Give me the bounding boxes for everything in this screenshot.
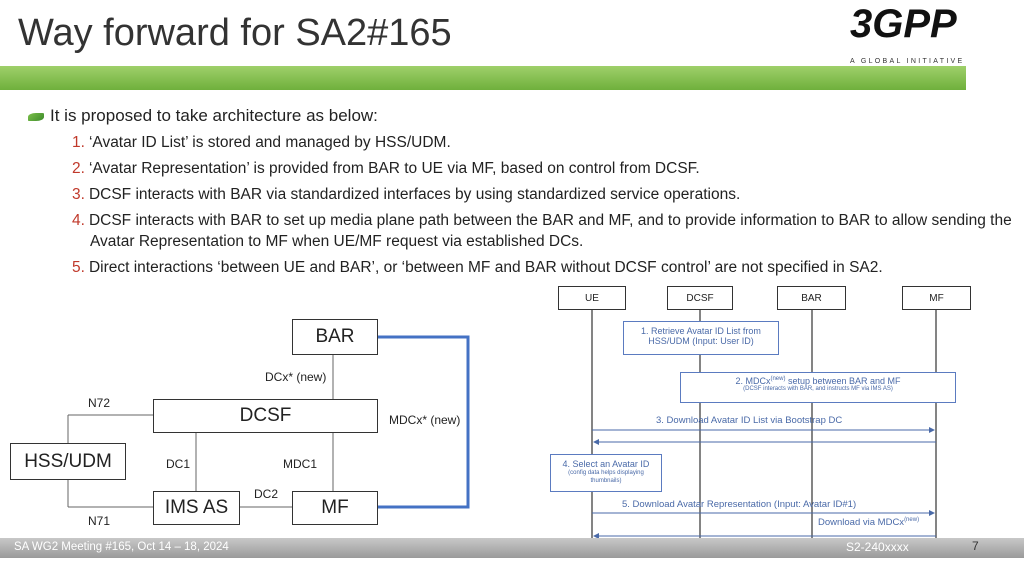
item-number: 4. xyxy=(72,212,85,229)
n72-interface-label: N72 xyxy=(88,396,111,410)
bar-node-label: BAR xyxy=(315,326,355,347)
list-item-4: 4.DCSF interacts with BAR to set up medi… xyxy=(72,210,1020,252)
document-number: S2-240xxxx xyxy=(846,540,909,554)
item-text: Direct interactions ‘between UE and BAR’… xyxy=(88,259,883,276)
item-text: DCSF interacts with BAR via standardized… xyxy=(88,186,741,203)
ims-as-node-label: IMS AS xyxy=(164,497,229,518)
footer-bar xyxy=(0,538,1024,558)
participant-label: DCSF xyxy=(686,292,714,304)
participant-bar: BAR xyxy=(777,286,846,310)
mdcx-interface-label: MDCx* (new) xyxy=(389,413,461,427)
ims-as-node: IMS AS xyxy=(153,491,240,525)
logo-tagline: A GLOBAL INITIATIVE xyxy=(850,58,965,65)
list-item-2: 2.‘Avatar Representation’ is provided fr… xyxy=(72,158,1002,179)
dc2-interface-label: DC2 xyxy=(254,487,279,501)
step-2-line: 2. MDCx(new) setup between BAR and MF xyxy=(681,376,955,386)
architecture-diagram: BAR DCSF HSS/UDM IMS AS MF DCx* (new) MD… xyxy=(0,310,540,535)
step-2-box: 2. MDCx(new) setup between BAR and MF (D… xyxy=(680,372,956,403)
n71-interface-label: N71 xyxy=(88,514,111,528)
sequence-diagram: UE DCSF BAR MF 1. Retrieve Avatar ID Lis… xyxy=(550,284,971,538)
step-2-pre: 2. MDCx xyxy=(735,376,771,386)
step-6-sup: (new) xyxy=(904,517,920,523)
hss-udm-node-label: HSS/UDM xyxy=(24,450,112,472)
slide-title: Way forward for SA2#165 xyxy=(18,12,452,54)
page-number: 7 xyxy=(972,539,979,553)
dcsf-node: DCSF xyxy=(153,399,378,433)
dc1-interface-label: DC1 xyxy=(166,457,191,471)
step-3-label: 3. Download Avatar ID List via Bootstrap… xyxy=(656,415,843,426)
participant-label: MF xyxy=(929,292,944,304)
participant-label: UE xyxy=(585,292,599,304)
step-2-post: setup between BAR and MF xyxy=(785,376,901,386)
step-4-note: (config data helps displaying thumbnails… xyxy=(568,470,644,484)
dcx-interface-label: DCx* (new) xyxy=(265,370,327,384)
step-2-sup: (new) xyxy=(770,376,786,382)
step-4-box: 4. Select an Avatar ID (config data help… xyxy=(550,454,662,492)
mf-node: MF xyxy=(292,491,378,525)
item-number: 1. xyxy=(72,134,85,151)
participant-ue: UE xyxy=(558,286,626,310)
dcsf-node-label: DCSF xyxy=(239,405,292,426)
architecture-lines xyxy=(67,335,470,509)
header-divider-bar xyxy=(0,66,966,90)
mf-node-label: MF xyxy=(321,497,349,518)
hss-udm-node: HSS/UDM xyxy=(10,443,126,480)
list-item-3: 3.DCSF interacts with BAR via standardiz… xyxy=(72,184,1002,205)
item-number: 2. xyxy=(72,160,85,177)
step-5-label: 5. Download Avatar Representation (Input… xyxy=(622,499,857,510)
bullet-text: It is proposed to take architecture as b… xyxy=(50,106,378,125)
participant-dcsf: DCSF xyxy=(667,286,733,310)
leaf-bullet-icon xyxy=(28,112,44,121)
step-6-label: Download via MDCx(new) xyxy=(818,517,919,528)
step-1-line2: HSS/UDM (Input: User ID) xyxy=(648,336,754,346)
bar-node: BAR xyxy=(292,319,378,355)
mdc1-interface-label: MDC1 xyxy=(283,457,318,471)
item-number: 3. xyxy=(72,186,85,203)
3gpp-logo: 3GPP A GLOBAL INITIATIVE xyxy=(850,2,962,66)
item-text: DCSF interacts with BAR to set up media … xyxy=(88,212,1012,250)
list-item-1: 1.‘Avatar ID List’ is stored and managed… xyxy=(72,132,1002,153)
step-1-box: 1. Retrieve Avatar ID List from HSS/UDM … xyxy=(623,321,779,355)
logo-mark: 3GPP xyxy=(850,2,957,46)
item-number: 5. xyxy=(72,259,85,276)
item-text: ‘Avatar Representation’ is provided from… xyxy=(88,160,700,177)
participant-mf: MF xyxy=(902,286,971,310)
participant-label: BAR xyxy=(801,292,822,304)
step-1-line1: 1. Retrieve Avatar ID List from xyxy=(641,326,761,336)
step-6-pre: Download via MDCx xyxy=(818,517,905,529)
step-2-note: (DCSF interacts with BAR, and instructs … xyxy=(743,386,893,392)
item-text: ‘Avatar ID List’ is stored and managed b… xyxy=(88,134,451,151)
step-4-title: 4. Select an Avatar ID xyxy=(562,459,650,469)
main-bullet: It is proposed to take architecture as b… xyxy=(28,106,378,126)
meeting-info: SA WG2 Meeting #165, Oct 14 – 18, 2024 xyxy=(14,541,229,553)
list-item-5: 5.Direct interactions ‘between UE and BA… xyxy=(72,257,1002,278)
